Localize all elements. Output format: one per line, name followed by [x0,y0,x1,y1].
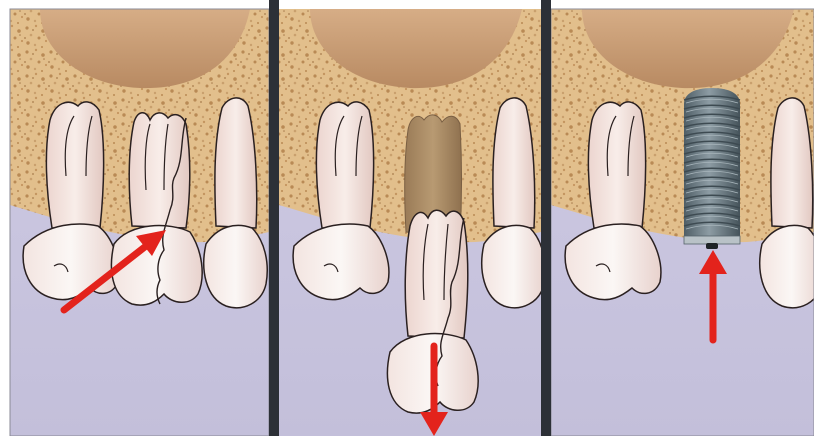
panel-implant-placement [551,9,814,436]
panel-tooth-extraction [279,9,545,436]
dental-implant-screw [684,88,740,249]
panel-cracked-tooth [10,9,269,436]
panel-divider-1 [269,0,279,436]
panel-divider-2 [541,0,551,436]
